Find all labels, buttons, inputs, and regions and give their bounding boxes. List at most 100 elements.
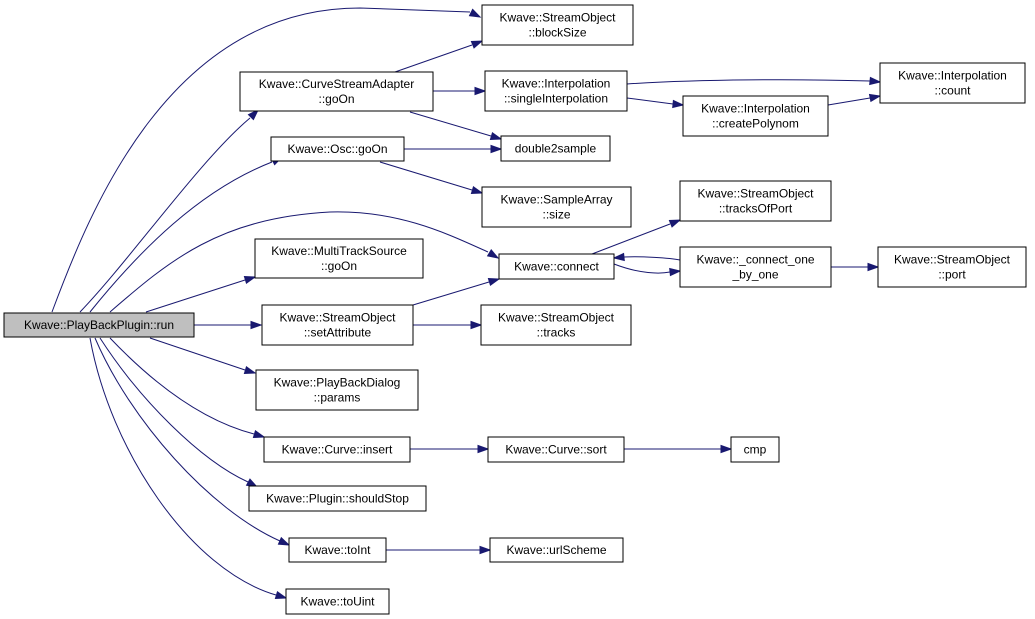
node-label: Kwave::PlayBackPlugin::run xyxy=(24,318,174,332)
arrow-head xyxy=(486,248,500,259)
node-cmp[interactable]: cmp xyxy=(730,436,780,463)
node-label: Kwave::PlayBackDialog xyxy=(274,376,401,390)
node-box xyxy=(254,238,424,279)
node-box xyxy=(682,95,829,137)
node-interp-single[interactable]: Kwave::Interpolation::singleInterpolatio… xyxy=(484,70,628,112)
node-box xyxy=(270,136,405,162)
edge-line xyxy=(89,337,277,596)
node-interp-poly[interactable]: Kwave::Interpolation::createPolynom xyxy=(682,95,829,137)
edge-run-to-pbd_params xyxy=(149,337,257,375)
node-so-setattr[interactable]: Kwave::StreamObject::setAttribute xyxy=(261,304,414,346)
edge-osc_goon-to-double2sample xyxy=(404,144,503,154)
edge-run-to-mts_goon xyxy=(145,275,257,313)
node-label: ::params xyxy=(314,391,361,405)
edge-line xyxy=(626,97,674,105)
node-label: Kwave::Interpolation xyxy=(701,102,810,116)
node-label: Kwave::StreamObject xyxy=(499,11,616,25)
arrow-head xyxy=(868,93,882,103)
node-box xyxy=(500,135,611,162)
edge-run-to-connect xyxy=(109,211,500,313)
edge-csa_goon-to-interp_single xyxy=(433,86,487,96)
node-urlscheme[interactable]: Kwave::urlScheme xyxy=(489,537,624,563)
edge-line xyxy=(145,279,246,313)
edge-line xyxy=(99,337,249,483)
node-box xyxy=(288,537,387,563)
arrow-head xyxy=(612,252,625,262)
node-so-blocksize[interactable]: Kwave::StreamObject::blockSize xyxy=(481,4,634,46)
edge-line xyxy=(51,7,471,313)
node-box xyxy=(679,180,832,222)
node-box xyxy=(730,436,780,463)
node-pbd-params[interactable]: Kwave::PlayBackDialog::params xyxy=(255,369,419,411)
node-csa-goon[interactable]: Kwave::CurveStreamAdapter::goOn xyxy=(239,71,434,112)
node-plugin-stop[interactable]: Kwave::Plugin::shouldStop xyxy=(248,485,427,512)
edges-layer xyxy=(51,7,882,600)
edge-so_setattr-to-connect xyxy=(412,277,501,306)
node-osc-goon[interactable]: Kwave::Osc::goOn xyxy=(270,136,405,162)
arrow-head xyxy=(277,536,291,546)
node-box xyxy=(480,304,632,346)
edge-run-to-plugin_stop xyxy=(99,337,259,488)
node-label: Kwave::urlScheme xyxy=(506,543,606,557)
edge-line xyxy=(613,263,671,274)
nodes-layer: Kwave::PlayBackPlugin::run Kwave::CurveSt… xyxy=(3,4,1027,615)
edge-line xyxy=(379,161,473,191)
node-label: Kwave::Interpolation xyxy=(502,77,611,91)
node-double2sample[interactable]: double2sample xyxy=(500,135,611,162)
edge-line xyxy=(409,111,492,137)
edge-line xyxy=(412,281,490,306)
node-curve-sort[interactable]: Kwave::Curve::sort xyxy=(487,436,625,463)
node-label: Kwave::SampleArray xyxy=(500,193,612,207)
node-so-tracksofport[interactable]: Kwave::StreamObject::tracksOfPort xyxy=(679,180,832,222)
edge-line xyxy=(394,44,473,73)
node-box xyxy=(879,62,1026,104)
node-label: Kwave::Interpolation xyxy=(898,69,1007,83)
node-so-port[interactable]: Kwave::StreamObject::port xyxy=(877,246,1027,288)
node-label: Kwave::Curve::sort xyxy=(505,443,607,457)
edge-line xyxy=(626,79,871,85)
arrow-head xyxy=(869,76,882,86)
node-mts-goon[interactable]: Kwave::MultiTrackSource::goOn xyxy=(254,238,424,279)
node-label: ::tracks xyxy=(537,326,576,340)
edge-run-to-so_setattr xyxy=(194,320,263,330)
node-connect-one[interactable]: Kwave::_connect_one_by_one xyxy=(679,246,832,288)
node-label: Kwave::Osc::goOn xyxy=(287,142,387,156)
edge-osc_goon-to-sa_size xyxy=(379,161,484,195)
arrow-head xyxy=(470,185,484,195)
edge-run-to-curve_insert xyxy=(109,337,266,439)
edge-csa_goon-to-so_blocksize xyxy=(394,40,484,73)
node-label: Kwave::StreamObject xyxy=(279,311,396,325)
node-label: ::goOn xyxy=(321,259,357,273)
node-label: ::tracksOfPort xyxy=(719,202,793,216)
edge-curve_insert-to-curve_sort xyxy=(410,444,490,454)
edge-interp_poly-to-interp_count xyxy=(827,93,882,106)
node-label: ::blockSize xyxy=(528,26,586,40)
edge-line xyxy=(109,211,489,313)
arrow-head xyxy=(477,444,490,454)
node-curve-insert[interactable]: Kwave::Curve::insert xyxy=(263,436,411,463)
edge-connect-to-so_tracksofport xyxy=(591,219,682,255)
node-sa-size[interactable]: Kwave::SampleArray::size xyxy=(481,186,632,228)
node-touint[interactable]: Kwave::toUint xyxy=(285,588,390,615)
edge-line xyxy=(149,337,246,371)
edge-connect_one-to-so_port xyxy=(831,262,880,272)
node-label: Kwave::connect xyxy=(514,260,599,274)
edge-connect_one-to-connect xyxy=(612,252,681,262)
edge-line xyxy=(109,337,255,435)
edge-interp_single-to-interp_count xyxy=(626,76,882,86)
arrow-head xyxy=(470,40,484,49)
arrow-head xyxy=(250,320,263,330)
edge-run-to-osc_goon xyxy=(89,156,284,313)
node-so-tracks[interactable]: Kwave::StreamObject::tracks xyxy=(480,304,632,346)
node-connect[interactable]: Kwave::connect xyxy=(498,253,615,280)
arrow-head xyxy=(867,262,880,272)
node-interp-count[interactable]: Kwave::Interpolation::count xyxy=(879,62,1026,104)
node-label: Kwave::CurveStreamAdapter xyxy=(259,77,414,91)
node-run[interactable]: Kwave::PlayBackPlugin::run xyxy=(3,312,195,338)
arrow-head xyxy=(487,277,501,287)
node-toint[interactable]: Kwave::toInt xyxy=(288,537,387,563)
arrow-head xyxy=(720,444,733,454)
node-label: Kwave::Curve::insert xyxy=(282,443,393,457)
node-label: ::createPolynom xyxy=(712,117,799,131)
edge-line xyxy=(79,117,251,313)
